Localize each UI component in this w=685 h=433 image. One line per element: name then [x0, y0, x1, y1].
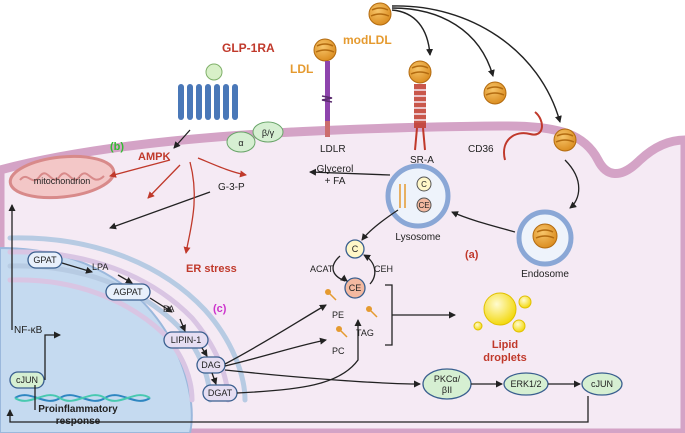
pkc-label-2: βII [442, 385, 452, 395]
endosome-label: Endosome [521, 269, 569, 280]
modldl-particles [368, 2, 577, 152]
alpha-subunit-label: α [238, 138, 243, 148]
ldl-label: LDL [290, 62, 313, 76]
c-node [345, 239, 365, 259]
er-stress-label: ER stress [186, 263, 237, 275]
lysosome-ce-label: CE [418, 201, 429, 210]
pathway-arrows [6, 129, 589, 423]
dgat-label: DGAT [208, 388, 233, 398]
mitochondrion-label: mitochondrion [34, 176, 91, 186]
gpat-label: GPAT [33, 255, 57, 265]
lipin1-node [163, 331, 209, 349]
g3p-label: G-3-P [218, 182, 245, 193]
ldl-particle [313, 38, 337, 62]
phospholipid-icons [325, 289, 378, 338]
pkc-label-1: PKCα/ [434, 374, 461, 384]
mark-c-label: (c) [213, 303, 227, 315]
glp1-receptor [178, 63, 284, 153]
ampk-arrows [109, 157, 247, 254]
dag-node [196, 356, 226, 374]
agpat-label: AGPAT [113, 287, 143, 297]
tag-label: TAG [356, 328, 374, 338]
mark-b-label: (b) [110, 141, 124, 153]
lysosome-c-label: C [421, 180, 427, 189]
lpa-label: LPA [92, 262, 108, 272]
cjun-label: cJUN [591, 379, 613, 389]
cd36-receptor [503, 111, 543, 161]
ce-node [344, 277, 366, 299]
cd36-label: CD36 [468, 144, 494, 155]
betagamma-subunit-label: β/γ [262, 128, 275, 138]
acat-label: ACAT [310, 264, 334, 274]
agpat-node [105, 283, 151, 301]
proinflammatory-label-1: Proinflammatory [38, 404, 118, 415]
pa-label: PA [163, 304, 174, 314]
lysosome-label: Lysosome [395, 232, 441, 243]
pathway-nodes [9, 239, 623, 402]
gpat-node [27, 251, 63, 269]
glp1ra-label: GLP-1RA [222, 41, 275, 55]
pc-label: PC [332, 346, 345, 356]
ldlr-label: LDLR [320, 144, 346, 155]
proinflammatory-label-2: response [56, 416, 101, 427]
dag-label: DAG [201, 360, 221, 370]
lipid-droplets [473, 292, 532, 333]
lipid-droplets-label-2: droplets [483, 352, 526, 364]
lipid-droplets-label-1: Lipid [492, 339, 518, 351]
ampk-label: AMPK [138, 151, 170, 163]
dna-helix [14, 394, 151, 402]
cjun-node [581, 372, 623, 396]
cjun-nucleus-label: cJUN [16, 375, 38, 385]
lipin1-label: LIPIN-1 [171, 335, 202, 345]
sra-label: SR-A [410, 155, 434, 166]
modldl-label: modLDL [343, 33, 392, 47]
endosome-organelle [516, 209, 574, 267]
lysosome-organelle [385, 163, 451, 229]
glycerol-label-2: + FA [325, 176, 346, 187]
c-label: C [352, 244, 359, 254]
cjun-nucleus-node [9, 371, 45, 389]
modldl-uptake-arrows [391, 5, 562, 123]
mark-a-label: (a) [465, 249, 479, 261]
ldlr-receptor [321, 61, 333, 137]
ceh-label: CEH [374, 264, 393, 274]
sra-receptor [414, 84, 426, 151]
nfkb-label: NF-κB [14, 325, 43, 336]
ce-label: CE [349, 283, 362, 293]
erk-label: ERK1/2 [510, 379, 541, 389]
pe-label: PE [332, 310, 344, 320]
glycerol-label-1: Glycerol [317, 164, 354, 175]
